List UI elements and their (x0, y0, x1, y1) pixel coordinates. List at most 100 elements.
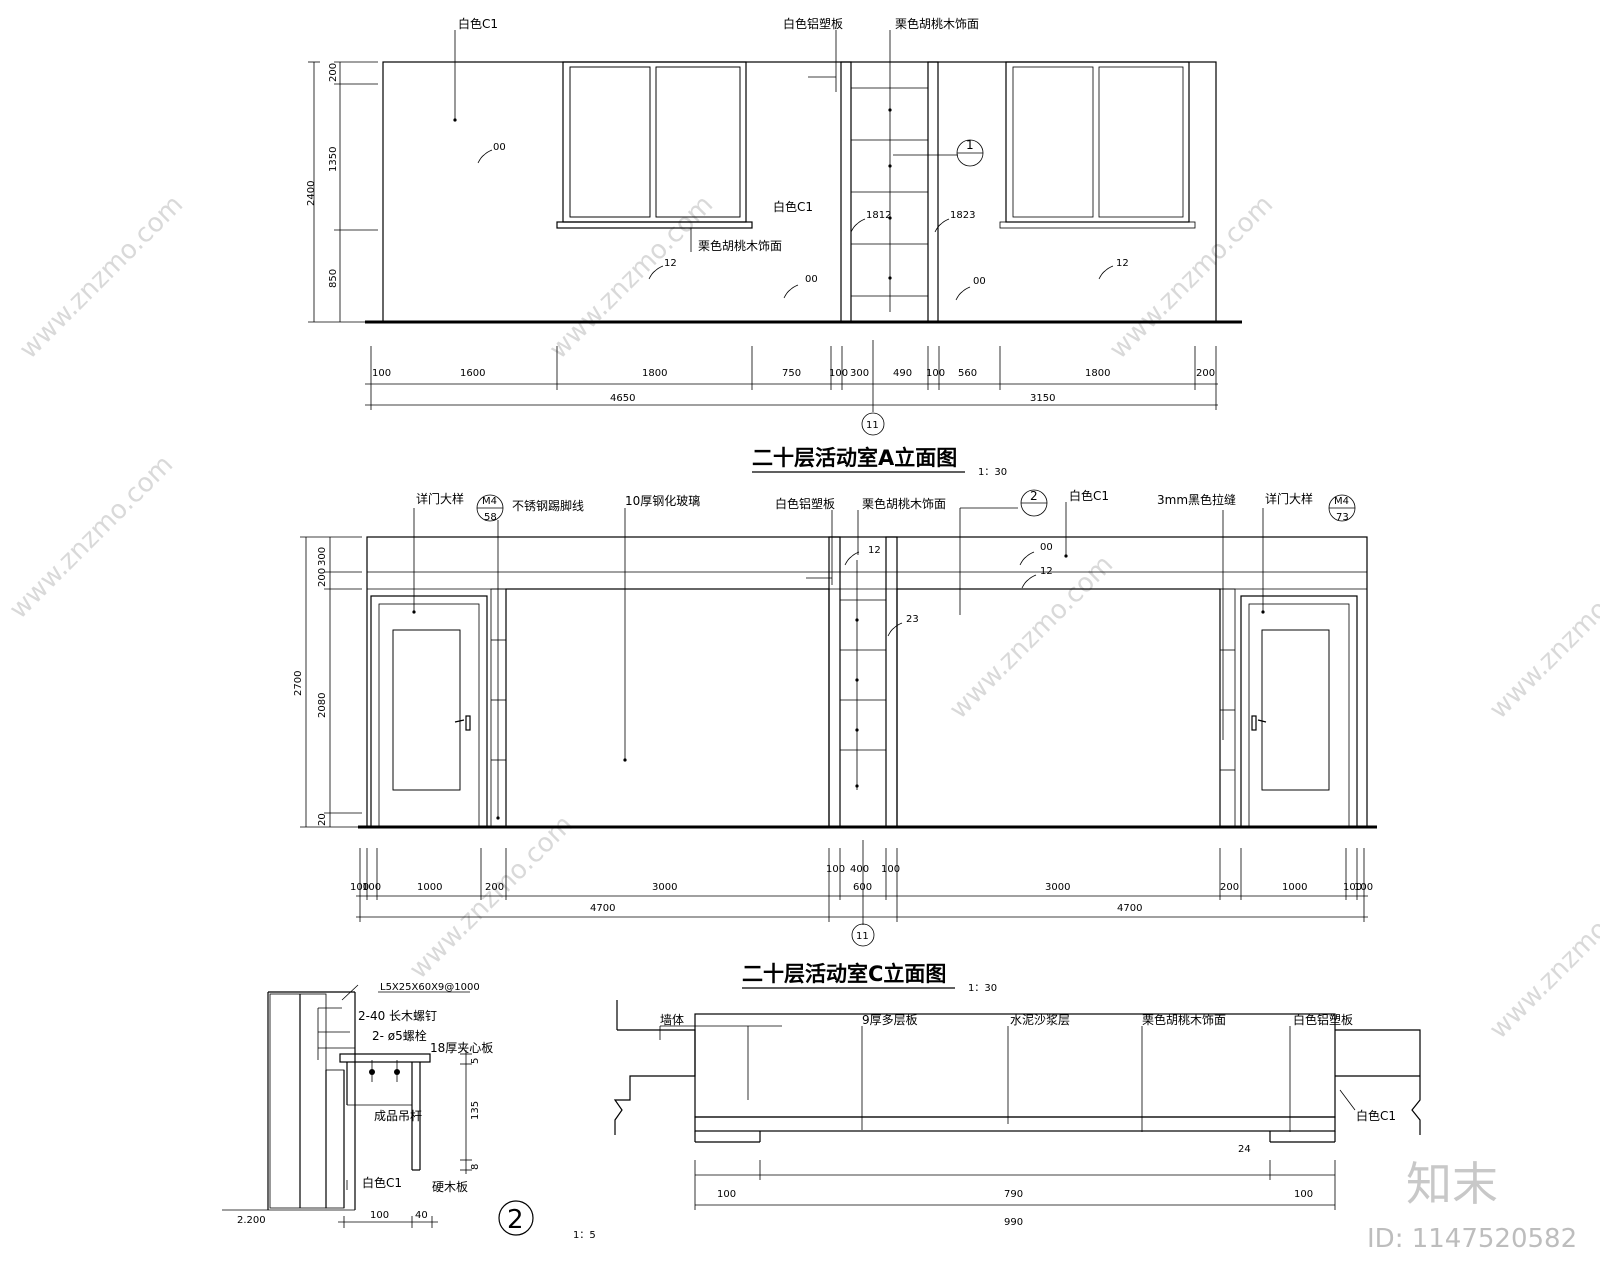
svg-text:400: 400 (850, 864, 869, 875)
svg-text:750: 750 (782, 368, 801, 379)
svg-text:200: 200 (1220, 882, 1239, 893)
svg-text:200: 200 (328, 63, 339, 82)
detail-scale: 1：5 (573, 1230, 596, 1241)
svg-text:600: 600 (853, 882, 872, 893)
level-mark: 2.200 (237, 1215, 266, 1226)
label-white-c1: 白色C1 (1356, 1108, 1396, 1123)
svg-text:1000: 1000 (1282, 882, 1307, 893)
code-1823: 1823 (950, 210, 975, 221)
svg-text:20: 20 (317, 813, 328, 826)
svg-text:200: 200 (1196, 368, 1215, 379)
elevation-c-title: 二十层活动室C立面图 (742, 962, 946, 986)
side-panels (490, 588, 1236, 828)
horizontal-dimensions: 100 1600 1800 750 100 300 490 100 560 18… (365, 340, 1218, 412)
axis-bubble (861, 412, 885, 436)
svg-text:1800: 1800 (642, 368, 667, 379)
door-right (1240, 595, 1358, 828)
vertical-dimensions: 200 1350 850 2400 (306, 61, 378, 323)
label-mortar: 水泥沙浆层 (1010, 1012, 1070, 1027)
label-seam: 3mm黑色拉缝 (1157, 492, 1236, 507)
detail-ref-circle (498, 1200, 534, 1236)
svg-text:100: 100 (350, 882, 369, 893)
watermark-text: www.znzmo.com (1484, 550, 1600, 725)
svg-text:100: 100 (826, 864, 845, 875)
detail-tag-left: M4 58 (476, 494, 504, 523)
horizontal-dimensions: 100 100 1000 200 3000 100 400 100 3000 2… (350, 840, 1373, 925)
label-steel-skirting: 不锈钢踢脚线 (512, 498, 584, 513)
label-white-c1: 白色C1 (1069, 488, 1109, 503)
svg-text:300: 300 (850, 368, 869, 379)
svg-text:100: 100 (926, 368, 945, 379)
svg-text:3000: 3000 (1045, 882, 1070, 893)
svg-text:8: 8 (470, 1164, 481, 1170)
watermark-text: www.znzmo.com (944, 550, 1119, 725)
svg-text:200: 200 (485, 882, 504, 893)
svg-text:200: 200 (317, 568, 328, 587)
svg-text:560: 560 (958, 368, 977, 379)
svg-text:100: 100 (881, 864, 900, 875)
svg-text:100: 100 (362, 882, 381, 893)
elevation-a-title: 二十层活动室A立面图 (752, 446, 957, 470)
svg-text:4650: 4650 (610, 393, 635, 404)
label-plywood: 9厚多层板 (862, 1013, 918, 1027)
code-12: 12 (664, 258, 677, 269)
svg-text:1350: 1350 (328, 147, 339, 172)
svg-text:5: 5 (470, 1058, 481, 1064)
svg-text:3000: 3000 (652, 882, 677, 893)
walnut-column (828, 536, 898, 828)
label-white-alu: 白色铝塑板 (783, 16, 843, 31)
elevation-c: 详门大样 不锈钢踢脚线 M4 58 10厚钢化玻璃 白色铝塑板 栗色胡桃木饰面 … (293, 488, 1377, 994)
watermark-text: www.znzmo.com (4, 450, 179, 625)
label-door-detail: 详门大样 (1265, 491, 1313, 506)
vertical-dimensions: 300 200 2080 20 2700 (293, 536, 362, 828)
svg-text:23: 23 (906, 614, 919, 625)
svg-text:2400: 2400 (306, 181, 317, 206)
label-white-alu: 白色铝塑板 (775, 496, 835, 511)
watermark-text: www.znzmo.com (1484, 870, 1600, 1045)
code-00: 00 (493, 142, 506, 153)
svg-text:990: 990 (1004, 1217, 1023, 1228)
walnut-column (840, 61, 939, 323)
svg-text:100: 100 (370, 1210, 389, 1221)
svg-text:490: 490 (893, 368, 912, 379)
svg-text:2080: 2080 (317, 693, 328, 718)
axis-number: 11 (856, 931, 869, 942)
svg-text:1600: 1600 (460, 368, 485, 379)
label-alu: 白色铝塑板 (1293, 1012, 1353, 1027)
label-walnut-mid: 栗色胡桃木饰面 (698, 238, 782, 253)
svg-text:73: 73 (1336, 512, 1349, 523)
image-id: ID: 1147520582 (1367, 1224, 1577, 1254)
svg-text:790: 790 (1004, 1189, 1023, 1200)
label-screw: 2-40 长木螺钉 (358, 1009, 437, 1023)
svg-text:2700: 2700 (293, 671, 304, 696)
label-white-c1: 白色C1 (458, 16, 498, 31)
label-hardwood: 硬木板 (432, 1180, 468, 1194)
svg-text:135: 135 (470, 1101, 481, 1120)
label-hanger: 成品吊杆 (374, 1109, 422, 1123)
svg-text:3150: 3150 (1030, 393, 1055, 404)
watermark-text: www.znzmo.com (14, 190, 189, 365)
svg-text:850: 850 (328, 269, 339, 288)
label-angle: L5X25X60X9@1000 (380, 982, 480, 993)
label-walnut: 栗色胡桃木饰面 (862, 496, 946, 511)
code-1812: 1812 (866, 210, 891, 221)
section-1: 墙体 9厚多层板 水泥沙浆层 栗色胡桃木饰面 白色铝塑板 白色C1 24 100… (613, 1000, 1421, 1228)
svg-text:M4: M4 (482, 496, 497, 507)
window-left (556, 61, 753, 229)
svg-text:100: 100 (1294, 1189, 1313, 1200)
svg-text:00: 00 (1040, 542, 1053, 553)
detail-ref-number: 2 (507, 1205, 524, 1235)
label-board: 18厚夹心板 (430, 1041, 493, 1055)
label-white-c1: 白色C1 (362, 1175, 402, 1190)
svg-text:100: 100 (372, 368, 391, 379)
label-bolt: 2- ø5螺栓 (372, 1028, 427, 1043)
code-12: 12 (1116, 258, 1129, 269)
svg-text:1800: 1800 (1085, 368, 1110, 379)
window-right (999, 61, 1196, 229)
svg-text:100: 100 (1343, 882, 1362, 893)
axis-bubble (851, 923, 875, 947)
label-white-c1-mid: 白色C1 (773, 199, 813, 214)
label-walnut: 栗色胡桃木饰面 (1142, 1012, 1226, 1027)
detail-2: L5X25X60X9@1000 2-40 长木螺钉 2- ø5螺栓 18厚夹心板… (222, 982, 596, 1241)
elevation-a-scale: 1：30 (978, 467, 1007, 478)
